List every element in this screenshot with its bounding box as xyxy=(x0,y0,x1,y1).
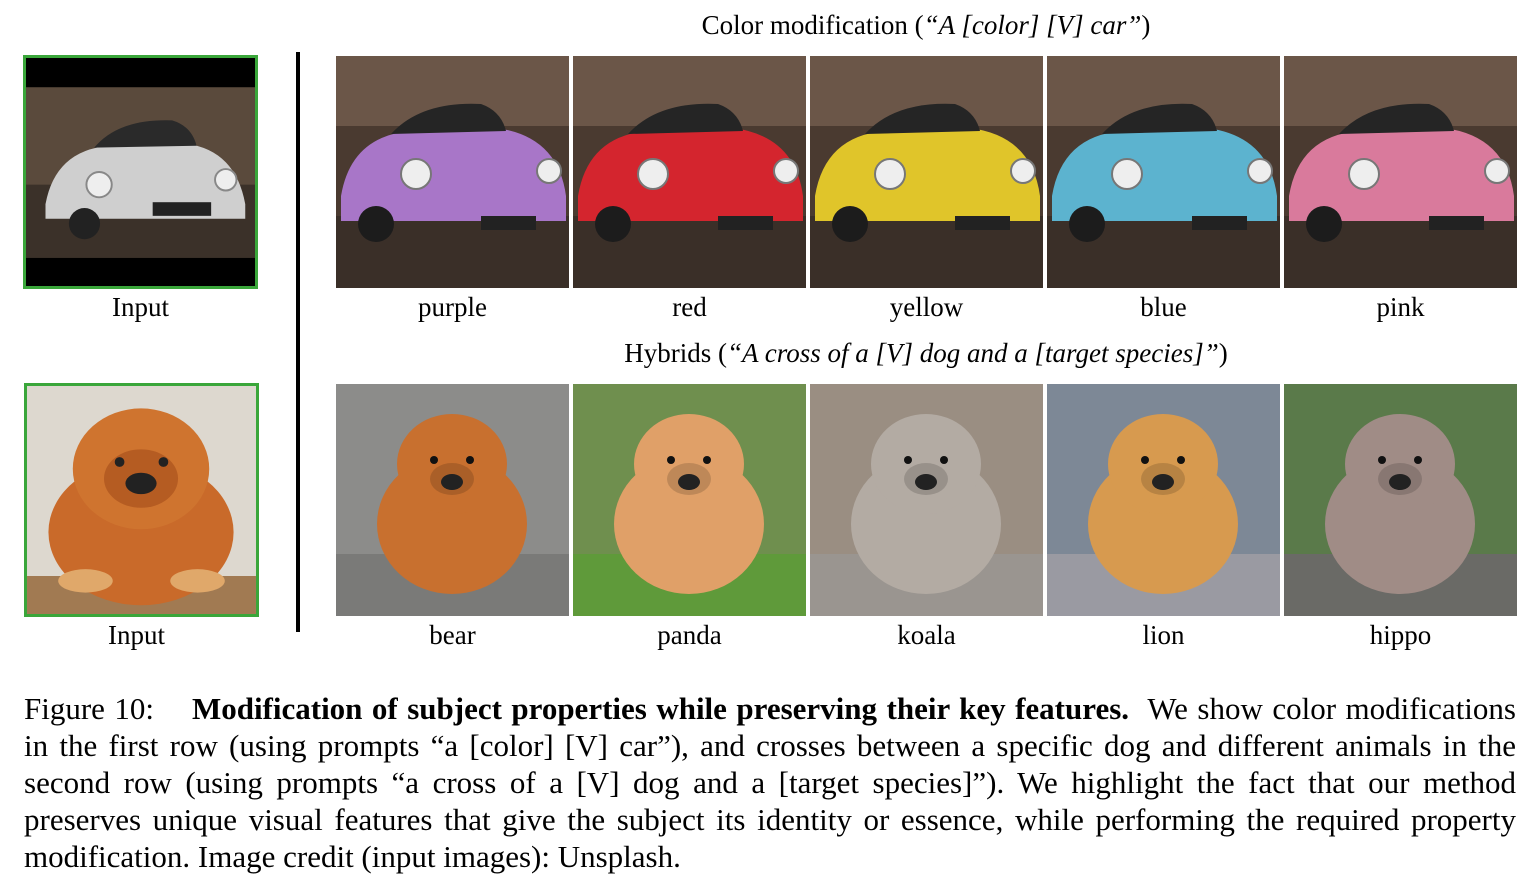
row1-image-blue xyxy=(1047,56,1280,288)
input-label-car: Input xyxy=(112,292,169,322)
row2-image-bear xyxy=(336,384,569,616)
row1-title: Color modification (“A [color] [V] car”) xyxy=(701,10,1151,40)
caption-text: We show color modifications in the first… xyxy=(24,691,1516,874)
row2-label-koala: koala xyxy=(897,620,956,650)
row2-image-lion xyxy=(1047,384,1280,616)
row2-label-lion: lion xyxy=(1142,620,1185,650)
row1-image-red xyxy=(573,56,806,288)
row2-label-bear: bear xyxy=(429,620,476,650)
dog-photo xyxy=(27,386,256,614)
row2-image-panda xyxy=(573,384,806,616)
row1-label-pink: pink xyxy=(1376,292,1425,322)
row1-label-blue: blue xyxy=(1140,292,1187,322)
row1-image-yellow xyxy=(810,56,1043,288)
row1-image-pink xyxy=(1284,56,1517,288)
caption-bold: Modification of subject properties while… xyxy=(191,691,1130,726)
row2-label-hippo: hippo xyxy=(1369,620,1432,650)
input-image-dog xyxy=(24,383,259,617)
car-photo xyxy=(26,87,255,258)
row2-image-hippo xyxy=(1284,384,1517,616)
row2-title: Hybrids (“A cross of a [V] dog and a [ta… xyxy=(624,338,1228,368)
row2-label-panda: panda xyxy=(657,620,722,650)
row2-image-koala xyxy=(810,384,1043,616)
row1-label-red: red xyxy=(672,292,707,322)
vertical-divider xyxy=(296,52,300,632)
figure-label: Figure 10: xyxy=(24,691,155,726)
input-label-dog: Input xyxy=(108,620,165,650)
input-image-car xyxy=(23,55,258,289)
figure-caption: Figure 10: Modification of subject prope… xyxy=(24,690,1516,875)
row1-label-purple: purple xyxy=(418,292,487,322)
row1-label-yellow: yellow xyxy=(889,292,964,322)
row1-image-purple xyxy=(336,56,569,288)
